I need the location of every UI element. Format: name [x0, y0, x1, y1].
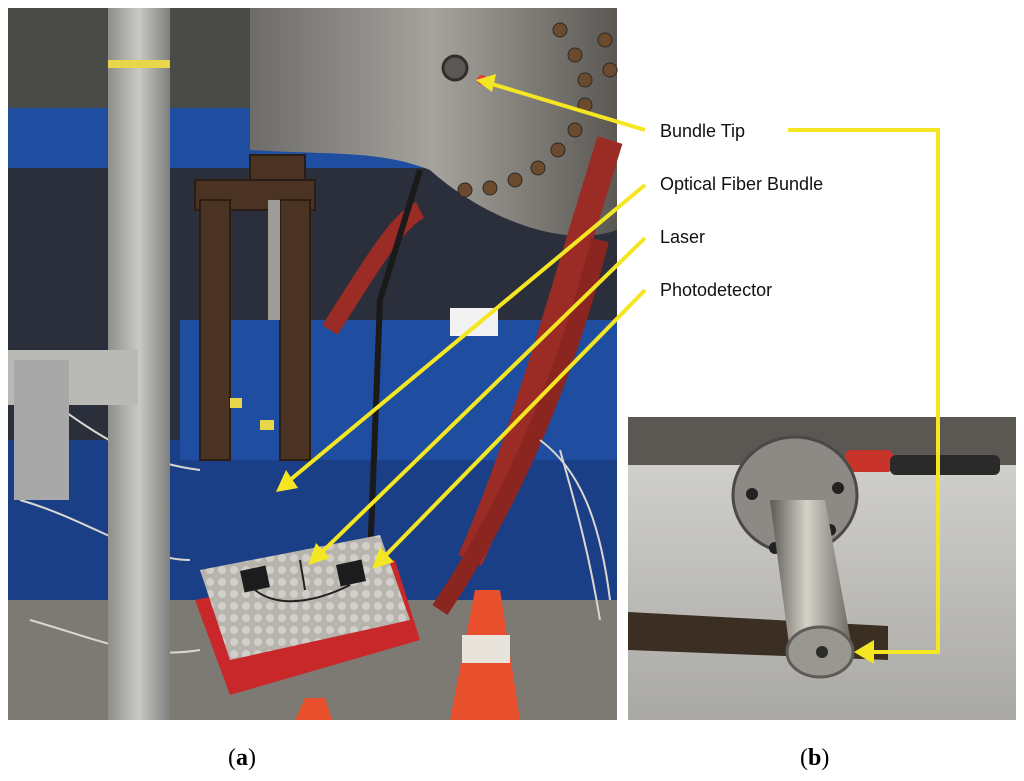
- probe-shaft: [770, 500, 852, 652]
- photodetector-sensor: [335, 559, 367, 587]
- label-optical-fiber-bundle: Optical Fiber Bundle: [660, 174, 823, 194]
- label-laser: Laser: [660, 227, 705, 247]
- red-hose-1: [322, 201, 425, 335]
- turbine-casing: [250, 8, 617, 236]
- red-hose-3: [432, 237, 609, 615]
- arrowhead-laser: [308, 543, 330, 565]
- caption-a-open: (: [228, 745, 236, 771]
- cable-bundle: [367, 169, 423, 561]
- caption-b-open: (: [800, 745, 808, 771]
- arrowheads: [276, 74, 874, 664]
- red-tool-handle: [845, 450, 893, 472]
- gray-tape: [14, 360, 69, 500]
- dark-tool: [890, 455, 1000, 475]
- yellow-tape-marks: [108, 60, 274, 430]
- arrow-photodetector: [384, 288, 647, 557]
- casing-bolt-ring: [457, 22, 618, 198]
- laser-sensor: [239, 565, 271, 593]
- caption-a: (a): [228, 745, 256, 771]
- photo-a: [8, 8, 623, 720]
- bundle-tip-port: [441, 54, 469, 82]
- sensor-cables: [254, 559, 351, 603]
- arrowhead-bundle-tip: [476, 74, 496, 92]
- wires-right: [539, 439, 611, 621]
- cone-stripe: [462, 635, 510, 663]
- caption-b-letter: b: [808, 745, 821, 771]
- caption-a-close: ): [248, 745, 256, 771]
- arrow-optical-fiber-bundle: [288, 183, 647, 482]
- flange-hole-2: [832, 482, 844, 494]
- arrow-bundle-tip: [491, 82, 646, 132]
- annotation-arrows: [288, 82, 940, 654]
- arrowhead-bundle-tip-b: [854, 640, 874, 664]
- photo-b: [628, 417, 1016, 720]
- arrow-bundle-tip-b: [788, 128, 940, 654]
- label-photodetector: Photodetector: [660, 280, 772, 300]
- caption-b-close: ): [821, 745, 829, 771]
- wooden-stand: [194, 154, 316, 461]
- label-bundle-tip: Bundle Tip: [660, 121, 745, 141]
- caption-a-letter: a: [236, 745, 248, 771]
- probe-tip-fiber: [816, 646, 828, 658]
- arrow-laser: [320, 236, 647, 554]
- threaded-rod: [268, 200, 280, 320]
- caption-b: (b): [800, 745, 829, 771]
- arrowhead-fiber-bundle: [276, 470, 298, 492]
- traffic-cone-2: [295, 698, 332, 720]
- flange-hole-1: [746, 488, 758, 500]
- arrowhead-photodetector: [372, 547, 394, 569]
